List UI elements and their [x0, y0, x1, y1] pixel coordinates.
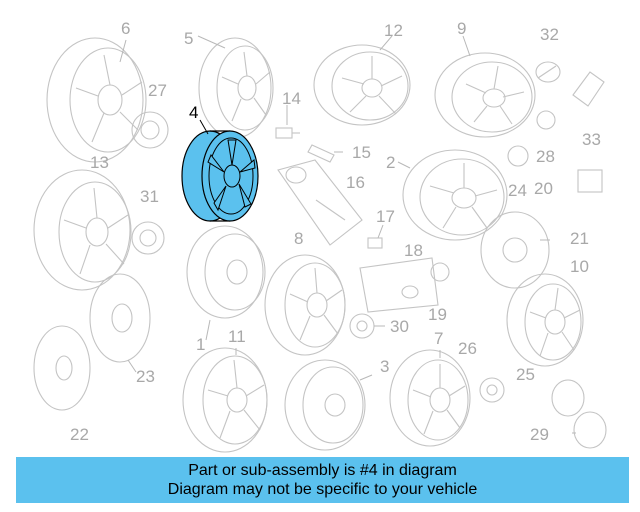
- wheel-3: [284, 359, 366, 451]
- wheel-11: [182, 347, 268, 453]
- callout-23: 23: [136, 367, 155, 386]
- ring-25: [551, 379, 585, 417]
- bolt-14: [275, 127, 300, 139]
- callout-22: 22: [70, 425, 89, 444]
- callout-20: 20: [534, 179, 553, 198]
- notice-banner: Part or sub-assembly is #4 in diagram Di…: [16, 457, 629, 503]
- hub-26: [479, 377, 505, 403]
- callout-6: 6: [121, 19, 130, 38]
- callout-26: 26: [458, 339, 477, 358]
- wheel-5: [198, 37, 274, 139]
- callout-16: 16: [346, 173, 365, 192]
- wheel-6: [46, 37, 147, 163]
- callout-7: 7: [434, 329, 443, 348]
- callout-31: 31: [140, 187, 159, 206]
- callout-29: 29: [530, 425, 549, 444]
- callout-13: 13: [90, 153, 109, 172]
- cap-33: [572, 71, 605, 107]
- wheel-10: [506, 273, 584, 367]
- callout-12: 12: [384, 21, 403, 40]
- callout-2: 2: [386, 153, 395, 172]
- callout-30: 30: [390, 317, 409, 336]
- callout-15: 15: [352, 143, 371, 162]
- wheel-7: [389, 349, 471, 447]
- valve-15: [307, 144, 335, 163]
- cap-32: [535, 61, 561, 83]
- callout-19: 19: [428, 305, 447, 324]
- wheel-12: [313, 44, 411, 126]
- callout-3: 3: [380, 357, 389, 376]
- leader-lines: [119, 35, 576, 434]
- wheel-2: [402, 149, 508, 241]
- callout-10: 10: [570, 257, 589, 276]
- hub-30: [349, 313, 375, 339]
- callout-17: 17: [376, 207, 395, 226]
- wheel-9: [434, 52, 536, 138]
- notice-line-2: Diagram may not be specific to your vehi…: [167, 481, 478, 498]
- notice-line-1: Part or sub-assembly is #4 in diagram: [188, 462, 457, 479]
- callout-4: 4: [189, 103, 198, 122]
- callout-21: 21: [570, 229, 589, 248]
- hubcap-27: [131, 111, 169, 149]
- bolt-17: [367, 237, 383, 249]
- hubcap-23: [89, 273, 151, 363]
- callout-5: 5: [184, 29, 193, 48]
- hubcap-31: [131, 221, 165, 255]
- wheel-13: [33, 169, 132, 291]
- callout-32: 32: [540, 25, 559, 44]
- callout-8: 8: [294, 229, 303, 248]
- callout-24: 24: [508, 181, 527, 200]
- callout-27: 27: [148, 81, 167, 100]
- callout-labels: 6 5 12 9 32 27 4 14 33 15 2 28 13 16 24 …: [70, 19, 601, 444]
- wheel-8: [264, 254, 346, 356]
- sensor-16: [277, 159, 363, 246]
- label-20: [577, 169, 603, 193]
- callout-33: 33: [582, 130, 601, 149]
- wheel-21: [480, 211, 550, 289]
- nut-19: [430, 262, 450, 282]
- callout-18: 18: [404, 241, 423, 260]
- callout-1: 1: [196, 335, 205, 354]
- callout-28: 28: [536, 147, 555, 166]
- callout-25: 25: [516, 365, 535, 384]
- wheel-4-highlighted[interactable]: [181, 130, 259, 222]
- ring-29: [573, 411, 607, 449]
- wheel-1: [186, 225, 266, 319]
- callout-9: 9: [457, 19, 466, 38]
- callout-14: 14: [282, 89, 301, 108]
- emblem-28: [507, 110, 556, 167]
- callout-11: 11: [228, 327, 246, 346]
- hubcap-22: [33, 325, 91, 411]
- kit-18: [359, 257, 439, 313]
